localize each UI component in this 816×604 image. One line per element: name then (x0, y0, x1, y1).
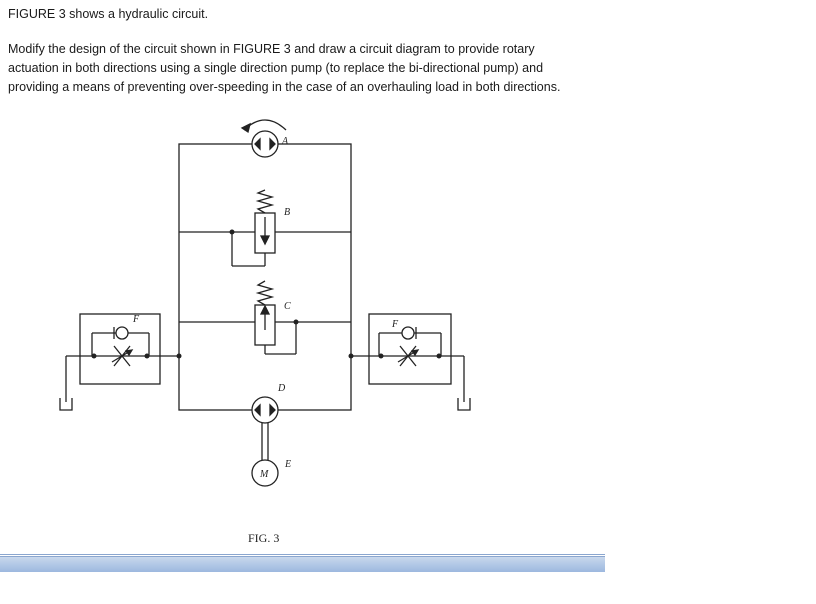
label-m: M (259, 469, 269, 480)
label-f-right: F (391, 319, 399, 330)
hydraulic-motor-a (240, 119, 287, 158)
label-e: E (284, 459, 291, 470)
task-line-3: providing a means of preventing over-spe… (8, 80, 561, 94)
task-paragraph: Modify the design of the circuit shown i… (8, 40, 608, 97)
left-tank (59, 398, 73, 411)
left-flow-control-branch (65, 313, 179, 402)
label-a: A (281, 136, 289, 147)
task-line-2: actuation in both directions using a sin… (8, 61, 544, 75)
task-line-1: Modify the design of the circuit shown i… (8, 42, 535, 56)
bi-directional-pump-d (251, 396, 279, 462)
right-flow-control-branch (351, 313, 465, 402)
heading: FIGURE 3 shows a hydraulic circuit. (8, 7, 209, 21)
relief-valve-c (254, 280, 297, 355)
label-c: C (284, 301, 291, 312)
label-f-left: F (132, 314, 140, 325)
bottom-divider (0, 554, 605, 555)
label-d: D (277, 383, 286, 394)
main-circuit-loop (178, 143, 352, 411)
figure-caption: FIG. 3 (248, 531, 279, 545)
relief-valve-b (231, 189, 276, 267)
bottom-bar (0, 556, 605, 572)
right-tank (457, 398, 471, 411)
label-b: B (284, 207, 290, 218)
electric-motor-m (251, 459, 279, 487)
